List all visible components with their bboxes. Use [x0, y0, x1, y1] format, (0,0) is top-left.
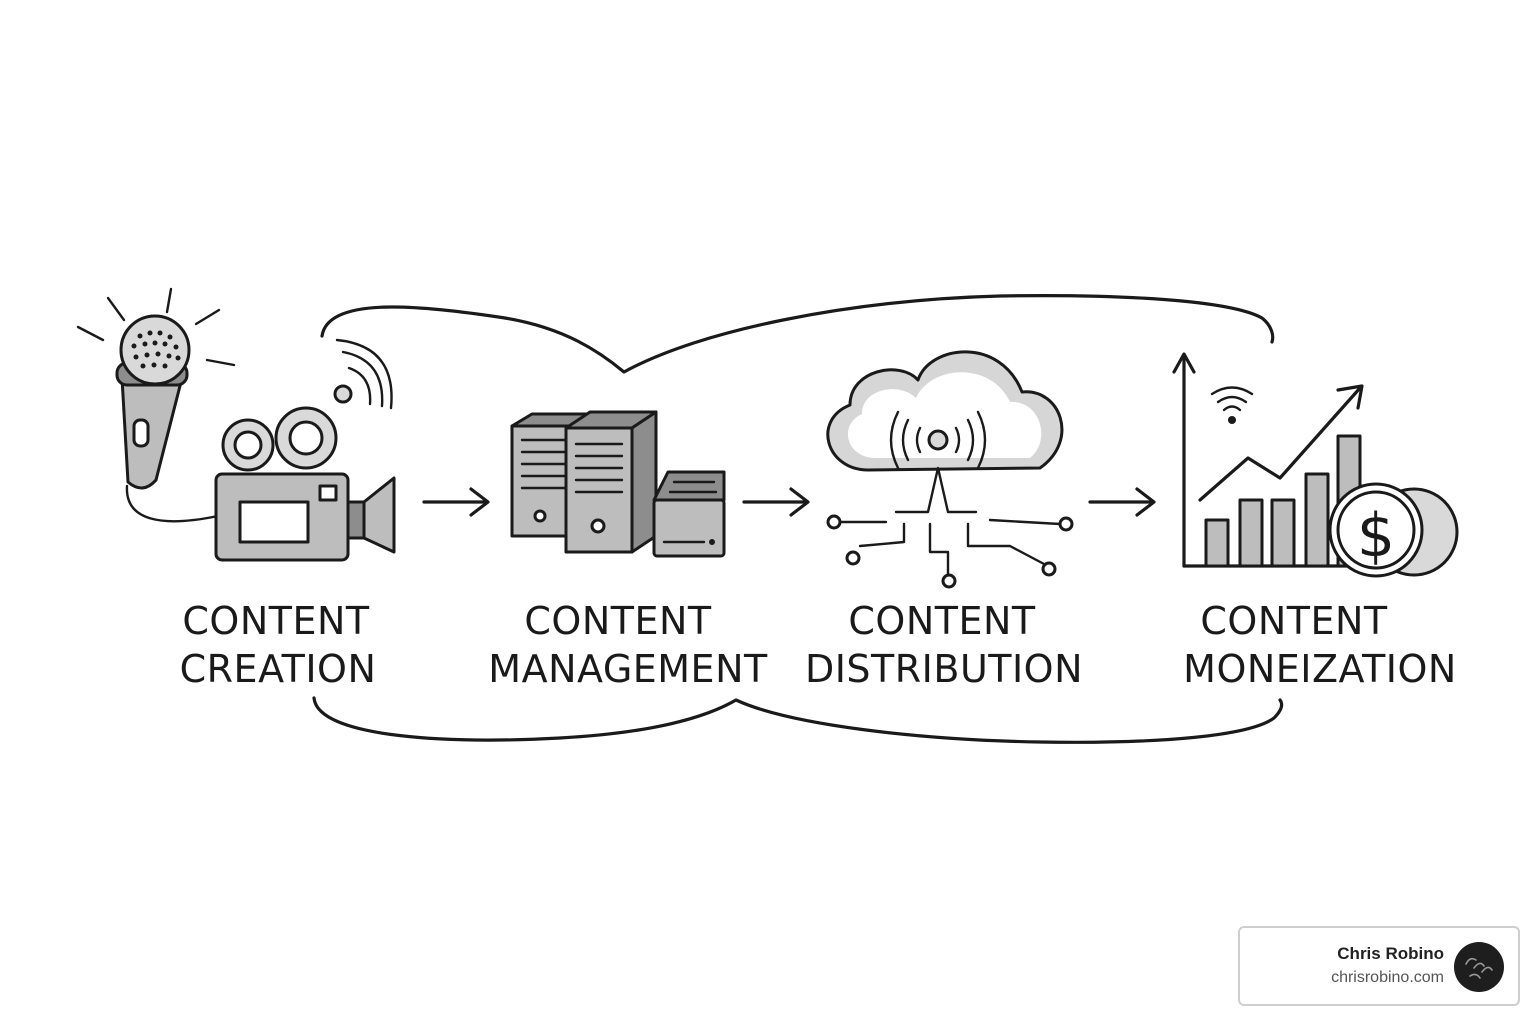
- step-label-creation: CONTENT CREATION: [180, 599, 377, 691]
- growth-chart-coins-icon: $: [1172, 352, 1459, 578]
- svg-text:$: $: [1357, 501, 1395, 571]
- step-label-line1: CONTENT: [182, 599, 370, 643]
- bottom-loop-connector: [312, 696, 1284, 744]
- author-card[interactable]: Chris Robino chrisrobino.com: [1238, 926, 1520, 1006]
- step-label-line1: CONTENT: [524, 599, 712, 643]
- step-label-line1: CONTENT: [1200, 599, 1388, 643]
- author-name: Chris Robino: [1337, 944, 1444, 963]
- step-label-line2: DISTRIBUTION: [805, 647, 1083, 691]
- server-icon: [510, 410, 726, 558]
- arrow-1-icon: [422, 487, 490, 517]
- step-label-line2: MONEIZATION: [1183, 647, 1457, 691]
- cloud-network-icon: [826, 350, 1074, 589]
- step-label-line2: MANAGEMENT: [488, 647, 768, 691]
- microphone-camera-icon: [76, 287, 396, 562]
- step-label-line2: CREATION: [180, 647, 377, 691]
- author-website-link[interactable]: chrisrobino.com: [1331, 969, 1444, 986]
- arrow-3-icon: [1088, 487, 1156, 517]
- step-label-management: CONTENT MANAGEMENT: [488, 599, 768, 691]
- arrow-2-icon: [742, 487, 810, 517]
- step-label-monetization: CONTENT MONEIZATION: [1183, 599, 1457, 691]
- step-label-distribution: CONTENT DISTRIBUTION: [805, 599, 1083, 691]
- avatar-logo-icon: [1454, 942, 1504, 992]
- step-label-line1: CONTENT: [848, 599, 1036, 643]
- top-loop-connector: [320, 294, 1275, 374]
